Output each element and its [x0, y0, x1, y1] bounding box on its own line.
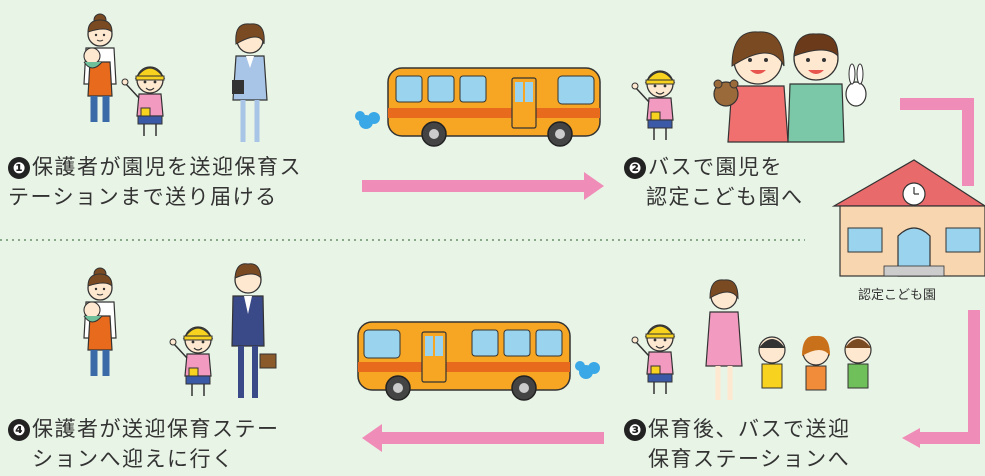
- school-label: 認定こども園: [858, 288, 937, 303]
- flow-arrow-from-school: [902, 310, 980, 448]
- school-building-icon: [831, 159, 985, 277]
- step-1-text-line1: 保護者が園児を送迎保育ス: [32, 155, 302, 179]
- mother-with-baby-icon: [84, 14, 116, 122]
- flow-arrow-step1-to-2: [362, 172, 604, 200]
- step-2-text-line2: 認定こども園へ: [646, 185, 804, 209]
- exhaust-cloud-icon: [575, 361, 600, 379]
- teacher-icon: [705, 279, 743, 400]
- step-1-text-line2: テーションまで送り届ける: [8, 185, 278, 209]
- bus-icon: [357, 321, 571, 401]
- step-3-number: ❸: [624, 419, 646, 441]
- child-with-yellow-hat-icon: [631, 324, 675, 395]
- businesswoman-icon: [232, 23, 268, 142]
- exhaust-cloud-icon: [355, 111, 380, 129]
- step-3-text-line2: 保育ステーションへ: [648, 447, 851, 471]
- children-holding-hands-icon: [758, 335, 872, 391]
- businessman-icon: [231, 263, 277, 398]
- step-4-text-line1: 保護者が送迎保育ステー: [32, 417, 280, 441]
- step-4-text-line2: ションへ迎えに行く: [32, 447, 235, 471]
- step-1-number: ❶: [8, 157, 30, 179]
- step-3-text-line1: 保育後、バスで送迎: [648, 417, 851, 441]
- teacher-with-puppets-icon: [713, 31, 867, 143]
- step-4-number: ❹: [8, 419, 30, 441]
- bus-icon: [387, 67, 601, 147]
- child-with-yellow-hat-icon: [631, 70, 675, 141]
- child-with-yellow-hat-icon: [169, 326, 213, 397]
- child-with-yellow-hat-icon: [121, 66, 165, 137]
- flow-arrow-to-school: [900, 98, 974, 186]
- mother-with-baby-icon: [84, 268, 116, 376]
- step-2-number: ❷: [624, 157, 646, 179]
- step-2-text-line1: バスで園児を: [648, 155, 783, 179]
- flow-arrow-step3-to-4: [362, 424, 604, 452]
